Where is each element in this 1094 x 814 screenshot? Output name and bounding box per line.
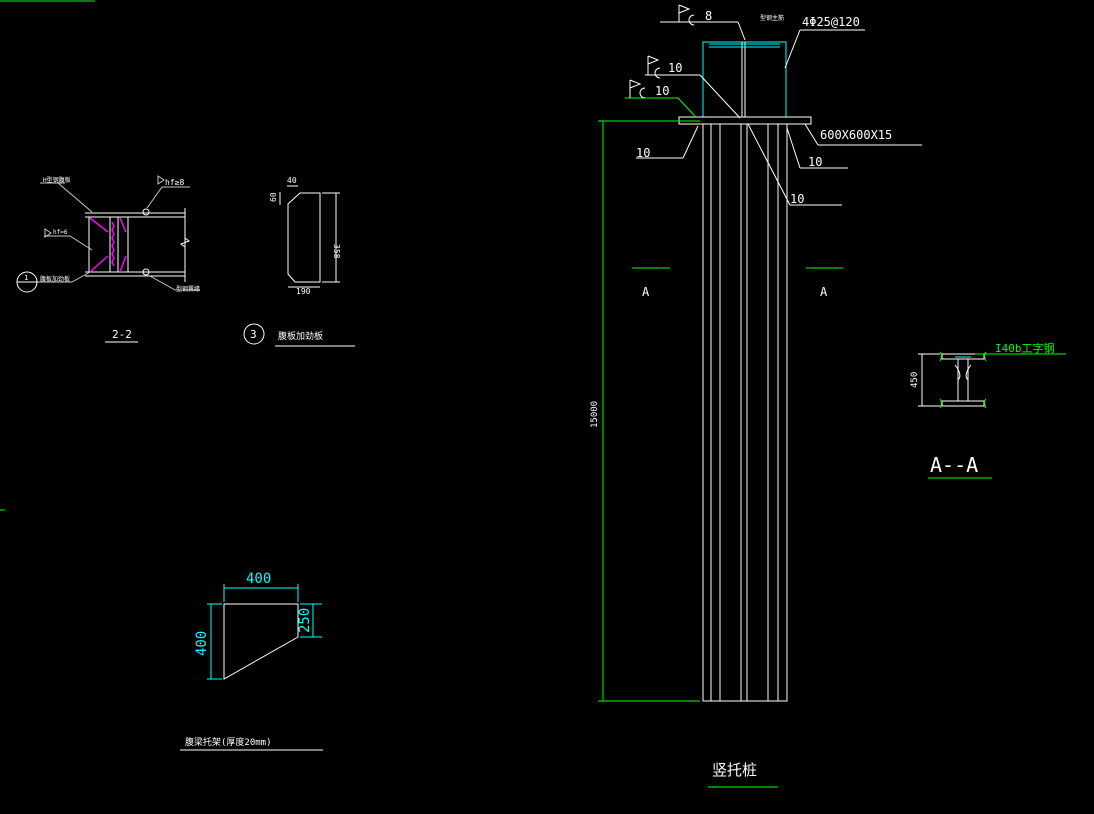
dim-chamfer: 60 bbox=[269, 192, 278, 202]
section-mark-right: A bbox=[820, 285, 828, 299]
dim-height: 358 bbox=[332, 244, 341, 259]
section-2-2-label: 2-2 bbox=[112, 328, 132, 341]
stiffener-plate-title: 腹板加劲板 bbox=[278, 330, 323, 342]
note-weld-top: hf≥8 bbox=[165, 178, 184, 187]
note-bottom: 型钢翼缘 bbox=[176, 285, 200, 293]
rebar-label: 4Φ25@120 bbox=[802, 15, 860, 29]
weld-top: 8 bbox=[705, 9, 712, 23]
pile-title: 竖托桩 bbox=[712, 761, 757, 779]
section-a-a: I40b工字钢 450 A--A bbox=[910, 341, 1066, 479]
note-weld-left: hf=6 bbox=[53, 229, 68, 236]
weld-mid-1: 10 bbox=[668, 61, 682, 75]
stiffener-plate-outline bbox=[287, 192, 321, 283]
dim-right: 250 bbox=[297, 608, 313, 633]
plate-label: 600X600X15 bbox=[820, 128, 892, 142]
top-flange bbox=[941, 353, 985, 360]
weld-marks bbox=[939, 351, 987, 409]
member-label: I40b工字钢 bbox=[995, 341, 1055, 355]
break-mark bbox=[179, 237, 191, 248]
section-2-2: H型钢腹板 hf≥8 hf=6 1 腹板加劲板 型钢翼缘 2-2 bbox=[0, 0, 200, 343]
weld-seams bbox=[89, 217, 127, 273]
weld-flag-icon bbox=[157, 175, 165, 185]
weld-flag-icon bbox=[44, 228, 52, 238]
weld-flag-icon bbox=[678, 4, 691, 22]
weld-right-1: 10 bbox=[808, 155, 822, 169]
section-dim: 450 bbox=[910, 372, 920, 388]
section-mark-left: A bbox=[642, 285, 650, 299]
weld-flag-icon bbox=[629, 79, 642, 98]
callout-circle bbox=[243, 323, 265, 345]
dim-top: 400 bbox=[246, 571, 271, 587]
dim-bottom: 190 bbox=[296, 287, 311, 296]
note-h-steel: H型钢腹板 bbox=[43, 176, 71, 184]
pile-shaft bbox=[702, 124, 788, 702]
i-beam-web bbox=[954, 359, 972, 401]
length-dim: 15000 bbox=[590, 401, 600, 428]
bracket-plate-title: 腹梁托架(厚度20mm) bbox=[185, 736, 272, 748]
stiffener-plate-detail: 40 60 358 190 3 腹板加劲板 bbox=[243, 176, 355, 347]
bracket-plate-outline bbox=[223, 603, 299, 680]
callout-number: 3 bbox=[250, 328, 257, 341]
note-cap: 型钢主筋 bbox=[760, 14, 784, 22]
dim-left: 400 bbox=[194, 631, 210, 656]
weld-left: 10 bbox=[636, 146, 650, 160]
note-stiffener: 腹板加劲板 bbox=[40, 275, 70, 283]
pile-elevation: 8 型钢主筋 4Φ25@120 10 10 600X600X15 10 10 1… bbox=[590, 4, 922, 788]
bracket-plate-detail: 400 400 250 腹梁托架(厚度20mm) bbox=[180, 571, 323, 751]
weld-flag-icon bbox=[647, 55, 660, 75]
weld-right-2: 10 bbox=[790, 192, 804, 206]
svg-text:1: 1 bbox=[24, 274, 28, 282]
weld-mid-2: 10 bbox=[655, 84, 669, 98]
dim-top: 40 bbox=[287, 176, 297, 185]
bottom-flange bbox=[941, 400, 985, 407]
section-a-a-title: A--A bbox=[930, 453, 978, 477]
